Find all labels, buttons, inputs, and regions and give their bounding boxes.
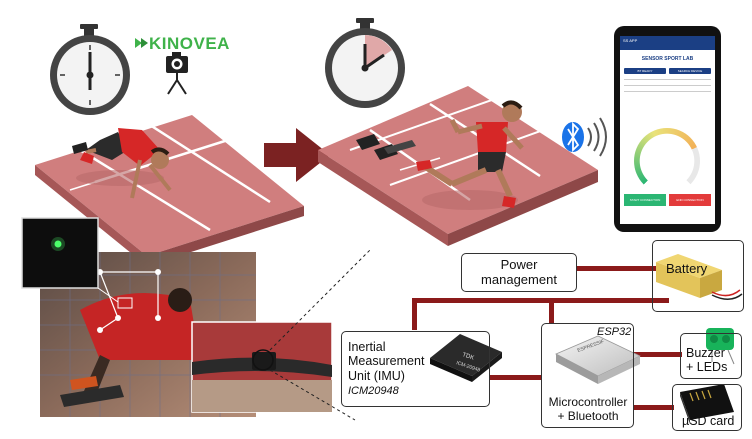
kinovea-logo-icon — [135, 38, 148, 48]
battery-icon — [656, 254, 743, 300]
imu-label-line-1: Inertial — [348, 340, 386, 354]
sd-card-icon — [680, 384, 734, 424]
buzzer-box: Buzzer + LEDs — [680, 333, 742, 379]
search-device-button[interactable]: SEARCH DEVICE — [669, 68, 711, 74]
microcontroller-box — [541, 323, 634, 428]
reaction-gauge — [634, 128, 700, 194]
microcontroller-label-line-2: + Bluetooth — [557, 408, 619, 423]
power-management-label: Power management — [481, 256, 557, 287]
bt-ready-button[interactable]: BT READY — [624, 68, 666, 74]
esp32-module: ESPRESSIF — [555, 335, 641, 384]
starting-blocks — [356, 134, 416, 160]
end-connection-button[interactable]: END CONNECTION — [669, 194, 711, 206]
start-connection-button[interactable]: START CONNECTION — [624, 194, 666, 206]
sprint-track — [318, 86, 598, 246]
stopwatch-icon — [325, 18, 405, 108]
belt-inset — [191, 249, 371, 421]
phone-screen: SS APP SENSOR SPORT LAB BT READY SEARCH … — [620, 36, 715, 224]
microcontroller-label-line-1: Microcontroller — [548, 395, 628, 409]
app-logo: SENSOR SPORT LAB — [641, 56, 694, 62]
imu-chip: TDK ICM-20948 — [430, 334, 502, 382]
led-inset — [21, 217, 133, 309]
buzzer-label-line-2: + LEDs — [686, 360, 728, 375]
divider — [624, 85, 711, 86]
battery-label: Battery — [666, 261, 708, 276]
kinovea-logo-text: KINOVEA — [149, 34, 230, 53]
divider — [624, 91, 711, 92]
imu-label-line-3: Unit (IMU) — [348, 368, 405, 383]
athlete-photo — [40, 252, 256, 417]
imu-model-label: ICM20948 — [348, 385, 399, 398]
buzzer-label-line-1: Buzzer — [686, 346, 725, 360]
divider — [624, 79, 711, 80]
svg-text:TDK: TDK — [461, 352, 474, 361]
microcontroller-label: Microcontroller + Bluetooth — [543, 395, 633, 424]
stopwatch-icon — [50, 24, 130, 115]
imu-label-line-2: Measurement — [348, 354, 425, 369]
esp32-label: ESP32 — [597, 326, 632, 338]
sprinting-athlete — [416, 100, 524, 210]
battery-box — [652, 240, 744, 312]
crouching-athlete — [72, 128, 172, 199]
imu-box: Inertial Measurement Unit (IMU) ICM20948 — [341, 331, 490, 407]
circuit-wires — [412, 266, 682, 410]
camera-tripod-icon — [166, 52, 188, 95]
app-bar: SS APP — [620, 36, 715, 50]
sd-card-box — [672, 384, 742, 431]
sd-card-label: µSD card — [682, 414, 735, 428]
transition-arrow — [264, 128, 330, 182]
bluetooth-icon — [562, 117, 607, 157]
power-management-box: Power management — [461, 253, 577, 292]
